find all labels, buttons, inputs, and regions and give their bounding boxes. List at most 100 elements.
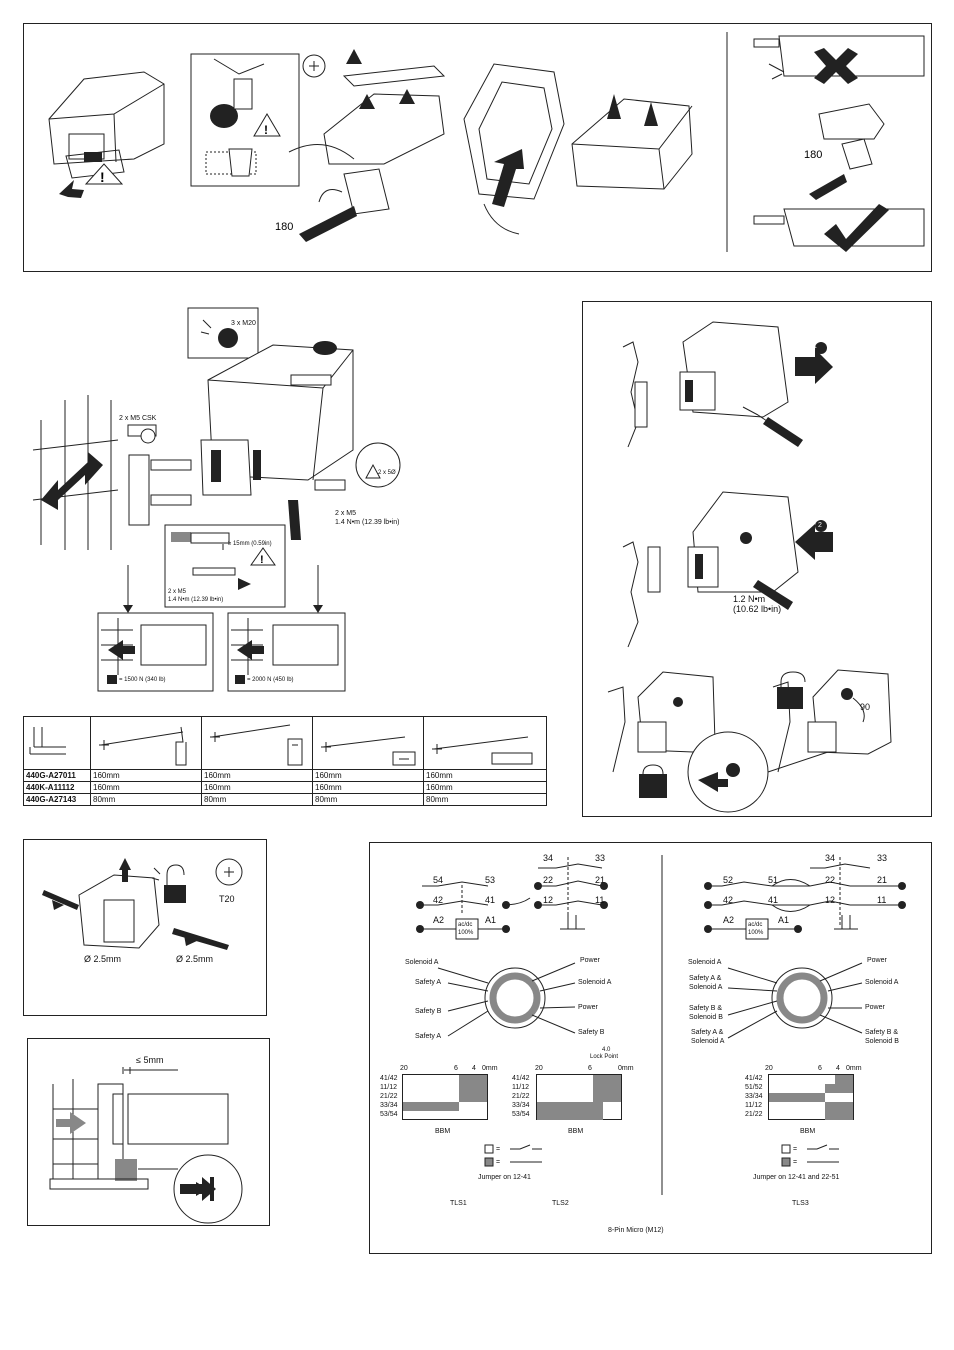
m12-connector-tls3 <box>727 962 863 1039</box>
head-insertion <box>463 63 565 235</box>
legend-closed: = <box>496 1159 501 1166</box>
svg-text:!: ! <box>100 169 105 185</box>
jumper-note-tls12: Jumper on 12-41 <box>478 1174 531 1181</box>
panel-lock-release: 1 2 1.2 N•m (10.62 lb•in) 90 <box>582 301 932 817</box>
terminal-53: 53 <box>485 875 496 885</box>
wiring-drawing <box>416 855 906 1195</box>
pin-label: Safety B & <box>689 1005 723 1012</box>
lock-release-drawing <box>607 321 892 813</box>
terminal-11: 11 <box>595 895 605 905</box>
rotation-label-left: 180 <box>275 221 293 233</box>
approach-4-diagram <box>432 736 533 765</box>
force-left-label: = 1500 N (340 lb) <box>119 677 166 683</box>
panel-installation-steps: ! ! 180 <box>23 23 932 272</box>
terminal-12: 12 <box>825 895 836 905</box>
coil-a1: A1 <box>778 915 790 925</box>
pin-label: Power <box>865 1004 885 1011</box>
pin-label: Power <box>578 1004 598 1011</box>
m5-center-label: 2 x M5 <box>168 589 187 595</box>
pin-label: Safety B & <box>865 1029 899 1036</box>
pin-label: Solenoid A <box>689 984 723 991</box>
angle-label: 90 <box>860 702 871 712</box>
diameter-left-label: Ø 2.5mm <box>84 954 122 964</box>
rotation-label-right: 180 <box>804 149 822 161</box>
duty-label: 100% <box>458 930 474 936</box>
tool-label: T20 <box>219 894 235 904</box>
terminal-54: 54 <box>433 875 444 885</box>
pin-label: Safety B <box>578 1029 605 1036</box>
terminal-21: 21 <box>877 875 888 885</box>
terminal-22: 22 <box>543 875 554 885</box>
torque-center-label: 1.4 N•m (12.39 lb•in) <box>168 597 224 603</box>
tls3-contact-schematic <box>704 857 906 940</box>
tls2-label: TLS2 <box>552 1200 569 1207</box>
conduit-label: 3 x M20 <box>231 320 256 327</box>
terminal-12: 12 <box>543 895 554 905</box>
pin-label: Safety A <box>415 979 442 986</box>
pin-label: Solenoid A <box>405 959 439 966</box>
tls12-contact-schematic <box>416 857 608 940</box>
terminal-51: 51 <box>768 875 779 885</box>
svg-text:!: ! <box>264 123 268 137</box>
approach-1-diagram <box>99 726 187 766</box>
terminal-42: 42 <box>723 895 734 905</box>
pin-label: Solenoid A <box>688 959 722 966</box>
coil-a2: A2 <box>433 915 445 925</box>
switch-body-left: ! <box>48 71 165 198</box>
torque-label: 1.2 N•m <box>733 594 766 604</box>
pin-label: Power <box>867 957 887 964</box>
terminal-22: 22 <box>825 875 836 885</box>
pin-label: Solenoid B <box>865 1038 899 1045</box>
switch-legend <box>484 1144 839 1167</box>
coil-a2: A2 <box>723 915 735 925</box>
wrong-right-orientation: 180 <box>753 35 925 252</box>
actuator-icon <box>29 726 66 754</box>
terminal-33: 33 <box>877 853 888 863</box>
plug-detail: ! <box>205 58 281 177</box>
legend-open: = <box>793 1146 798 1153</box>
approach-2-diagram <box>210 724 303 766</box>
panel-wiring: 34 33 54 53 22 21 42 41 12 11 A2 A1 ac/d… <box>369 842 932 1254</box>
terminal-33: 33 <box>595 853 606 863</box>
duty-label: 100% <box>748 930 764 936</box>
m12-connector-tls12 <box>437 962 576 1037</box>
terminal-41: 41 <box>768 895 779 905</box>
coil-a1: A1 <box>485 915 497 925</box>
terminal-34: 34 <box>825 853 836 863</box>
gap-drawing <box>49 1067 243 1224</box>
head-removal: 180 <box>275 49 446 242</box>
pin-label: Solenoid A <box>578 979 612 986</box>
csk-label: 2 x M5 CSK <box>119 415 157 422</box>
pin-label: Solenoid B <box>689 1014 723 1021</box>
supply-label: ac/dc <box>748 922 763 928</box>
step-1-badge: 1 <box>813 343 817 350</box>
legend-closed: = <box>793 1159 798 1166</box>
torque-imperial-label: (10.62 lb•in) <box>733 604 782 614</box>
tls1-label: TLS1 <box>450 1200 467 1207</box>
pin-label: Power <box>580 957 600 964</box>
head-fitted <box>571 94 693 190</box>
connector-footer: 8-Pin Micro (M12) <box>608 1227 664 1234</box>
tls3-label: TLS3 <box>792 1200 809 1207</box>
installation-steps-drawing: ! ! 180 <box>48 32 925 252</box>
approach-2-cell <box>201 716 313 770</box>
terminal-21: 21 <box>595 875 606 885</box>
panel-gap: ≤ 5mm <box>27 1038 270 1226</box>
mounting-drawing: ! <box>32 307 401 692</box>
panel-mounting: ! 3 x M20 2 x M5 CSK 2 x 5Ø 2 x M5 1.4 N… <box>23 300 401 700</box>
gap-label: ≤ 5mm <box>136 1055 164 1065</box>
approach-3-diagram <box>321 736 416 766</box>
diameter-right-label: Ø 2.5mm <box>176 954 214 964</box>
pin-label: Solenoid A <box>691 1038 725 1045</box>
approach-4-cell <box>423 716 547 770</box>
m5-right-label: 2 x M5 <box>335 510 357 517</box>
approach-1-cell <box>90 716 202 770</box>
terminal-34: 34 <box>543 853 554 863</box>
actuator-icon-cell <box>23 716 91 770</box>
force-right-label: = 2000 N (450 lb) <box>247 677 294 683</box>
terminal-42: 42 <box>433 895 444 905</box>
